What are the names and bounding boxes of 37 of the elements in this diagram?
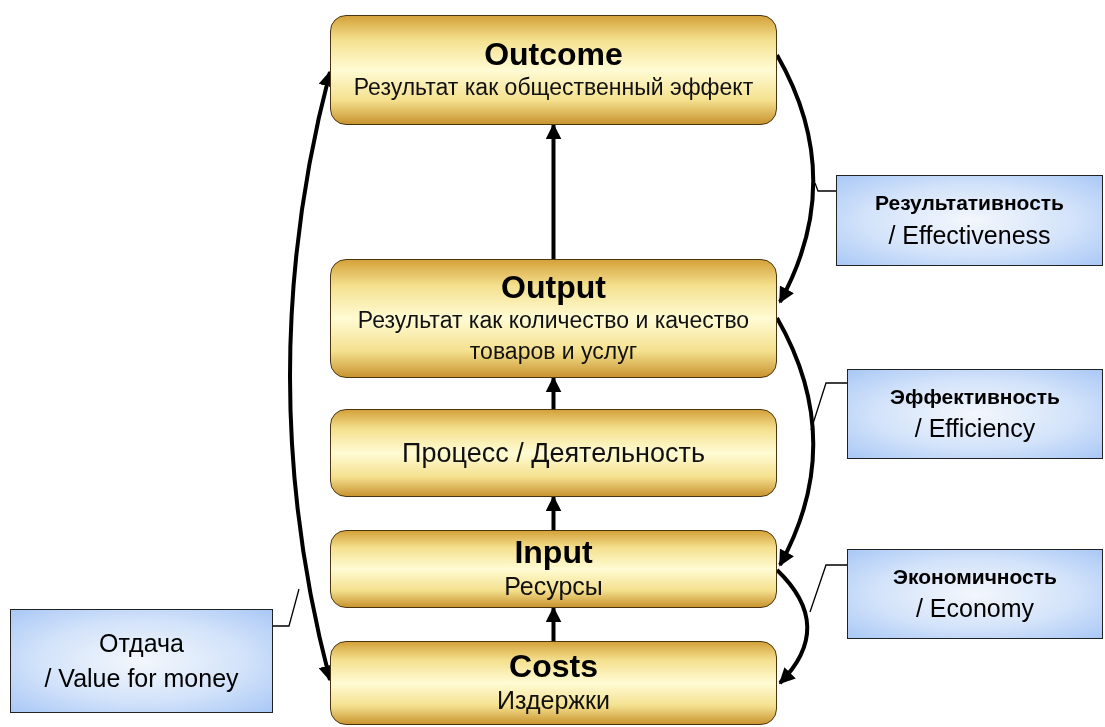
- box-text: Издержки: [496, 684, 611, 716]
- box-heading: Input: [514, 534, 593, 570]
- leader-line: [814, 182, 837, 192]
- box-text: Процесс / Деятельность: [401, 436, 706, 470]
- arrow: [775, 568, 810, 685]
- leader-line: [810, 382, 848, 431]
- callout-text: Экономичность: [893, 563, 1057, 590]
- callout-text: / Effectiveness: [888, 219, 1051, 251]
- callout-text: Результативность: [874, 190, 1065, 217]
- callout-box: [836, 175, 1103, 266]
- box-text: Результат как количество и качество товаров и услуг: [356, 306, 751, 367]
- callout-box: [10, 609, 273, 713]
- box-heading: Outcome: [484, 36, 623, 73]
- process-box: [330, 259, 777, 378]
- callout-text: / Value for money: [44, 663, 239, 694]
- arrow: [775, 317, 816, 567]
- box-heading: Output: [501, 269, 606, 306]
- process-box: [330, 530, 777, 608]
- callout-text: Отдача: [99, 628, 184, 659]
- box-heading: Costs: [509, 648, 598, 684]
- arrow: [545, 495, 562, 530]
- arrow: [545, 606, 562, 641]
- box-text: Ресурсы: [503, 570, 604, 602]
- callout-box: [847, 549, 1103, 639]
- arrow: [545, 123, 562, 259]
- process-box: [330, 641, 777, 725]
- box-text: Результат как общественный эффект: [352, 73, 755, 103]
- callout-box: [847, 369, 1103, 459]
- callout-text: / Efficiency: [914, 413, 1036, 445]
- callout-text: / Economy: [915, 593, 1035, 625]
- process-box: [330, 409, 777, 497]
- leader-line: [272, 588, 300, 627]
- callout-text: Эффективность: [890, 383, 1060, 410]
- arrow: [775, 54, 816, 304]
- leader-line: [809, 564, 848, 613]
- arrow: [545, 376, 562, 409]
- process-box: [330, 15, 777, 125]
